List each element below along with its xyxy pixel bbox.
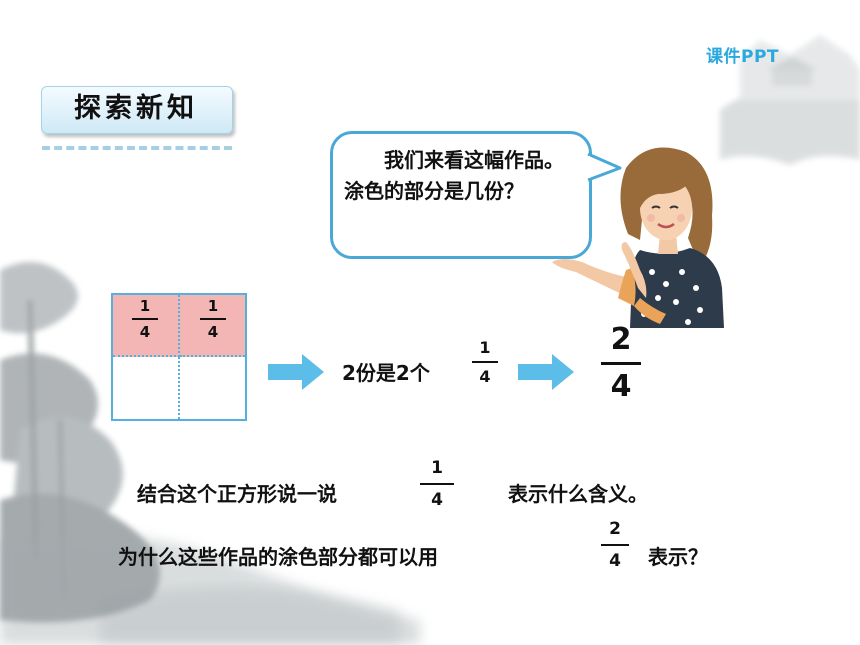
question-one-after: 表示什么含义。 [508, 482, 648, 506]
teacher-illustration [552, 147, 724, 328]
cell-fraction-left: 1 4 [129, 297, 161, 341]
question-two-numerator: 2 [609, 519, 621, 539]
fraction-square: 1 4 1 4 [111, 293, 247, 421]
result-fraction-denominator: 4 [610, 369, 632, 404]
cell-fraction-left-bar [132, 318, 158, 320]
cell-fraction-right-denominator: 4 [207, 323, 219, 341]
cell-fraction-right-numerator: 1 [207, 297, 219, 315]
step-fraction-bar [472, 361, 498, 363]
question-two-fraction: 2 4 [600, 519, 630, 571]
result-fraction: 2 4 [599, 323, 643, 404]
step-text: 2份是2个 [342, 361, 430, 385]
step-fraction: 1 4 [472, 338, 498, 386]
question-two-after: 表示？ [648, 545, 708, 569]
question-one-fraction: 1 4 [420, 458, 454, 510]
empty-cell-left [113, 357, 180, 419]
question-one-before: 结合这个正方形说一说 [137, 482, 337, 506]
step-fraction-numerator: 1 [479, 338, 491, 357]
empty-cell-right [180, 357, 245, 419]
title-underline [42, 146, 232, 150]
right-arrow-icon [268, 354, 324, 390]
cell-fraction-left-numerator: 1 [139, 297, 151, 315]
question-one-numerator: 1 [431, 458, 443, 478]
question-one-denominator: 4 [431, 490, 443, 510]
step-fraction-denominator: 4 [479, 367, 491, 386]
question-two-denominator: 4 [609, 551, 621, 571]
shaded-cell-left [113, 295, 180, 357]
question-two-bar [601, 544, 629, 546]
section-title: 探索新知 [74, 93, 198, 124]
result-fraction-numerator: 2 [610, 322, 632, 357]
speech-bubble-text: 我们来看这幅作品。涂色的部分是几份？ [344, 148, 564, 203]
result-fraction-bar [601, 362, 641, 365]
question-two-before: 为什么这些作品的涂色部分都可以用 [118, 545, 438, 569]
cell-fraction-right: 1 4 [197, 297, 229, 341]
cell-fraction-right-bar [200, 318, 226, 320]
shaded-cell-right [180, 295, 245, 357]
right-arrow-icon [518, 354, 574, 390]
question-one-bar [420, 483, 454, 485]
speech-bubble [330, 131, 592, 259]
bubble-tail [586, 152, 622, 182]
section-title-box [41, 86, 233, 134]
brand-label: 课件PPT [706, 47, 780, 67]
cell-fraction-left-denominator: 4 [139, 323, 151, 341]
